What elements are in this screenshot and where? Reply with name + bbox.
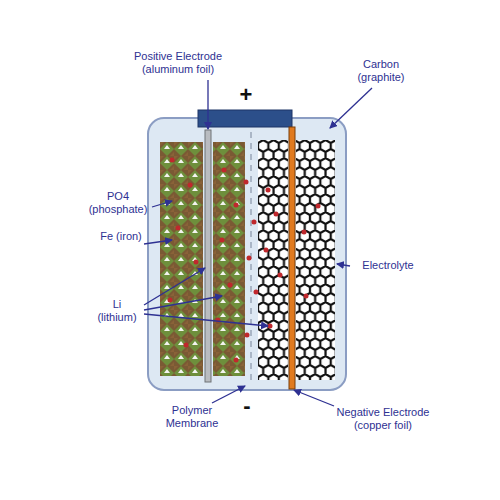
leader-lines	[144, 80, 372, 406]
lithium-ions	[168, 158, 321, 363]
part-label: PO4 (phosphate)	[86, 190, 150, 215]
battery-case	[148, 118, 346, 390]
part-label: Electrolyte	[352, 259, 424, 272]
cathode-crystal	[160, 142, 203, 376]
terminal	[198, 110, 292, 127]
graphite	[258, 140, 288, 380]
part-label: Negative Electrode (copper foil)	[322, 406, 444, 431]
copper-foil	[289, 127, 295, 389]
graphite	[296, 140, 335, 380]
part-label: Positive Electrode (aluminum foil)	[113, 50, 243, 75]
part-label: Carbon (graphite)	[350, 58, 412, 83]
polarity-sign: +	[236, 84, 256, 106]
part-label: Fe (iron)	[100, 230, 142, 243]
polarity-sign: -	[237, 395, 257, 417]
aluminum-foil	[205, 130, 211, 382]
part-label: Polymer Membrane	[160, 404, 224, 429]
cathode-crystal	[213, 142, 245, 376]
part-label: Li (lithium)	[92, 298, 142, 323]
